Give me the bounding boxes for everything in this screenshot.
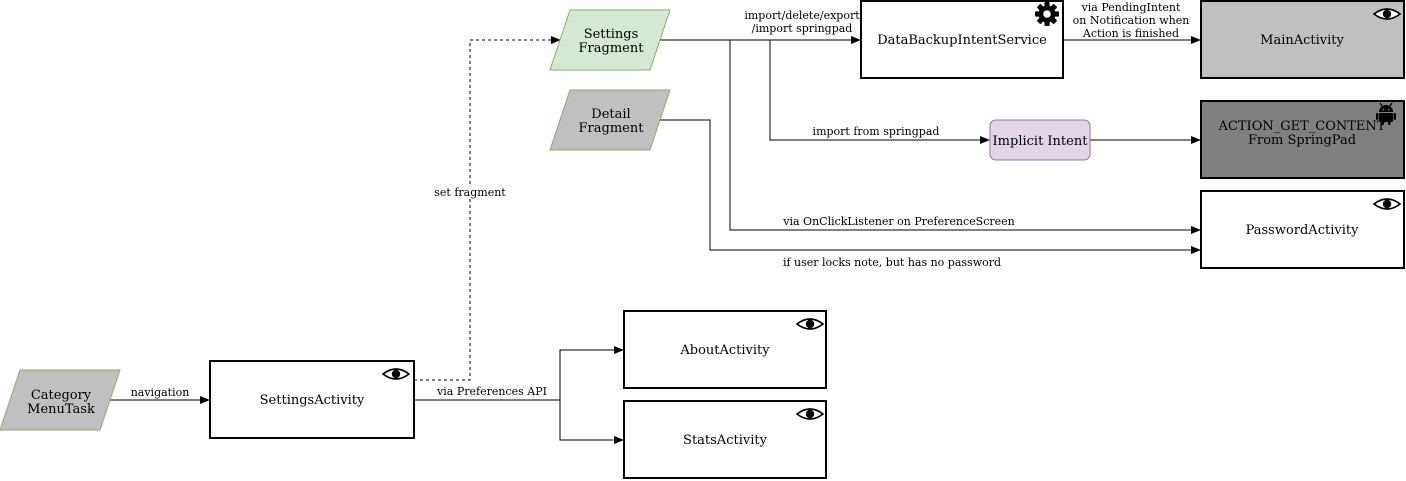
node-implicit-intent[interactable]: Implicit Intent bbox=[989, 119, 1091, 161]
node-action-get-content-line1: ACTION_GET_CONTENT bbox=[1218, 119, 1386, 134]
edge-onclick-listener bbox=[729, 40, 1201, 234]
node-data-backup-intent-service[interactable]: DataBackupIntentService bbox=[860, 0, 1064, 79]
node-detail-fragment-line1: Detail bbox=[591, 107, 630, 122]
node-category-menu-task[interactable]: Category MenuTask bbox=[0, 369, 121, 431]
node-settings-activity[interactable]: SettingsActivity bbox=[209, 360, 415, 439]
edge-preferences-api bbox=[414, 346, 624, 401]
edge-user-locks-note bbox=[659, 119, 1201, 254]
node-main-activity-label: MainActivity bbox=[1260, 33, 1344, 48]
node-password-activity[interactable]: PasswordActivity bbox=[1200, 190, 1405, 269]
node-detail-fragment[interactable]: Detail Fragment bbox=[549, 89, 671, 151]
label-import-from-springpad: import from springpad bbox=[813, 125, 940, 138]
edge-preferences-api-stats bbox=[559, 400, 624, 444]
label-set-fragment: set fragment bbox=[434, 186, 506, 199]
node-action-get-content[interactable]: ACTION_GET_CONTENT From SpringPad bbox=[1200, 100, 1405, 179]
label-pending-intent-2: on Notification when bbox=[1073, 14, 1190, 27]
edges bbox=[107, 36, 1201, 444]
node-detail-fragment-line2: Fragment bbox=[579, 121, 645, 136]
label-user-locks-note: if user locks note, but has no password bbox=[783, 256, 1001, 269]
node-settings-fragment[interactable]: Settings Fragment bbox=[549, 9, 671, 71]
label-onclick-listener: via OnClickListener on PreferenceScreen bbox=[782, 215, 1014, 228]
label-import-export-2: /import springpad bbox=[752, 22, 853, 35]
label-import-export-1: import/delete/export bbox=[744, 9, 860, 22]
label-pending-intent-3: Action is finished bbox=[1082, 27, 1179, 40]
edge-labels: navigation set fragment import/delete/ex… bbox=[129, 1, 1189, 399]
node-password-activity-label: PasswordActivity bbox=[1246, 223, 1360, 238]
android-icon bbox=[1376, 102, 1396, 125]
node-about-activity[interactable]: AboutActivity bbox=[623, 310, 827, 389]
node-settings-fragment-line1: Settings bbox=[584, 27, 639, 42]
label-navigation: navigation bbox=[131, 386, 190, 399]
node-about-activity-label: AboutActivity bbox=[679, 343, 770, 358]
node-implicit-intent-label: Implicit Intent bbox=[993, 134, 1089, 149]
node-category-menu-task-line2: MenuTask bbox=[27, 402, 95, 417]
node-category-menu-task-line1: Category bbox=[31, 388, 92, 403]
edge-set-fragment bbox=[414, 36, 561, 381]
node-action-get-content-line2: From SpringPad bbox=[1248, 133, 1356, 148]
edge-import-from-springpad bbox=[769, 40, 990, 144]
label-pending-intent-1: via PendingIntent bbox=[1081, 1, 1181, 14]
node-stats-activity[interactable]: StatsActivity bbox=[623, 400, 827, 479]
node-main-activity[interactable]: MainActivity bbox=[1200, 0, 1405, 79]
node-stats-activity-label: StatsActivity bbox=[683, 433, 768, 448]
gear-icon bbox=[1035, 2, 1059, 26]
label-preferences-api: via Preferences API bbox=[436, 385, 547, 398]
node-settings-fragment-line2: Fragment bbox=[579, 41, 645, 56]
node-data-backup-label: DataBackupIntentService bbox=[877, 33, 1047, 48]
node-settings-activity-label: SettingsActivity bbox=[260, 393, 365, 408]
